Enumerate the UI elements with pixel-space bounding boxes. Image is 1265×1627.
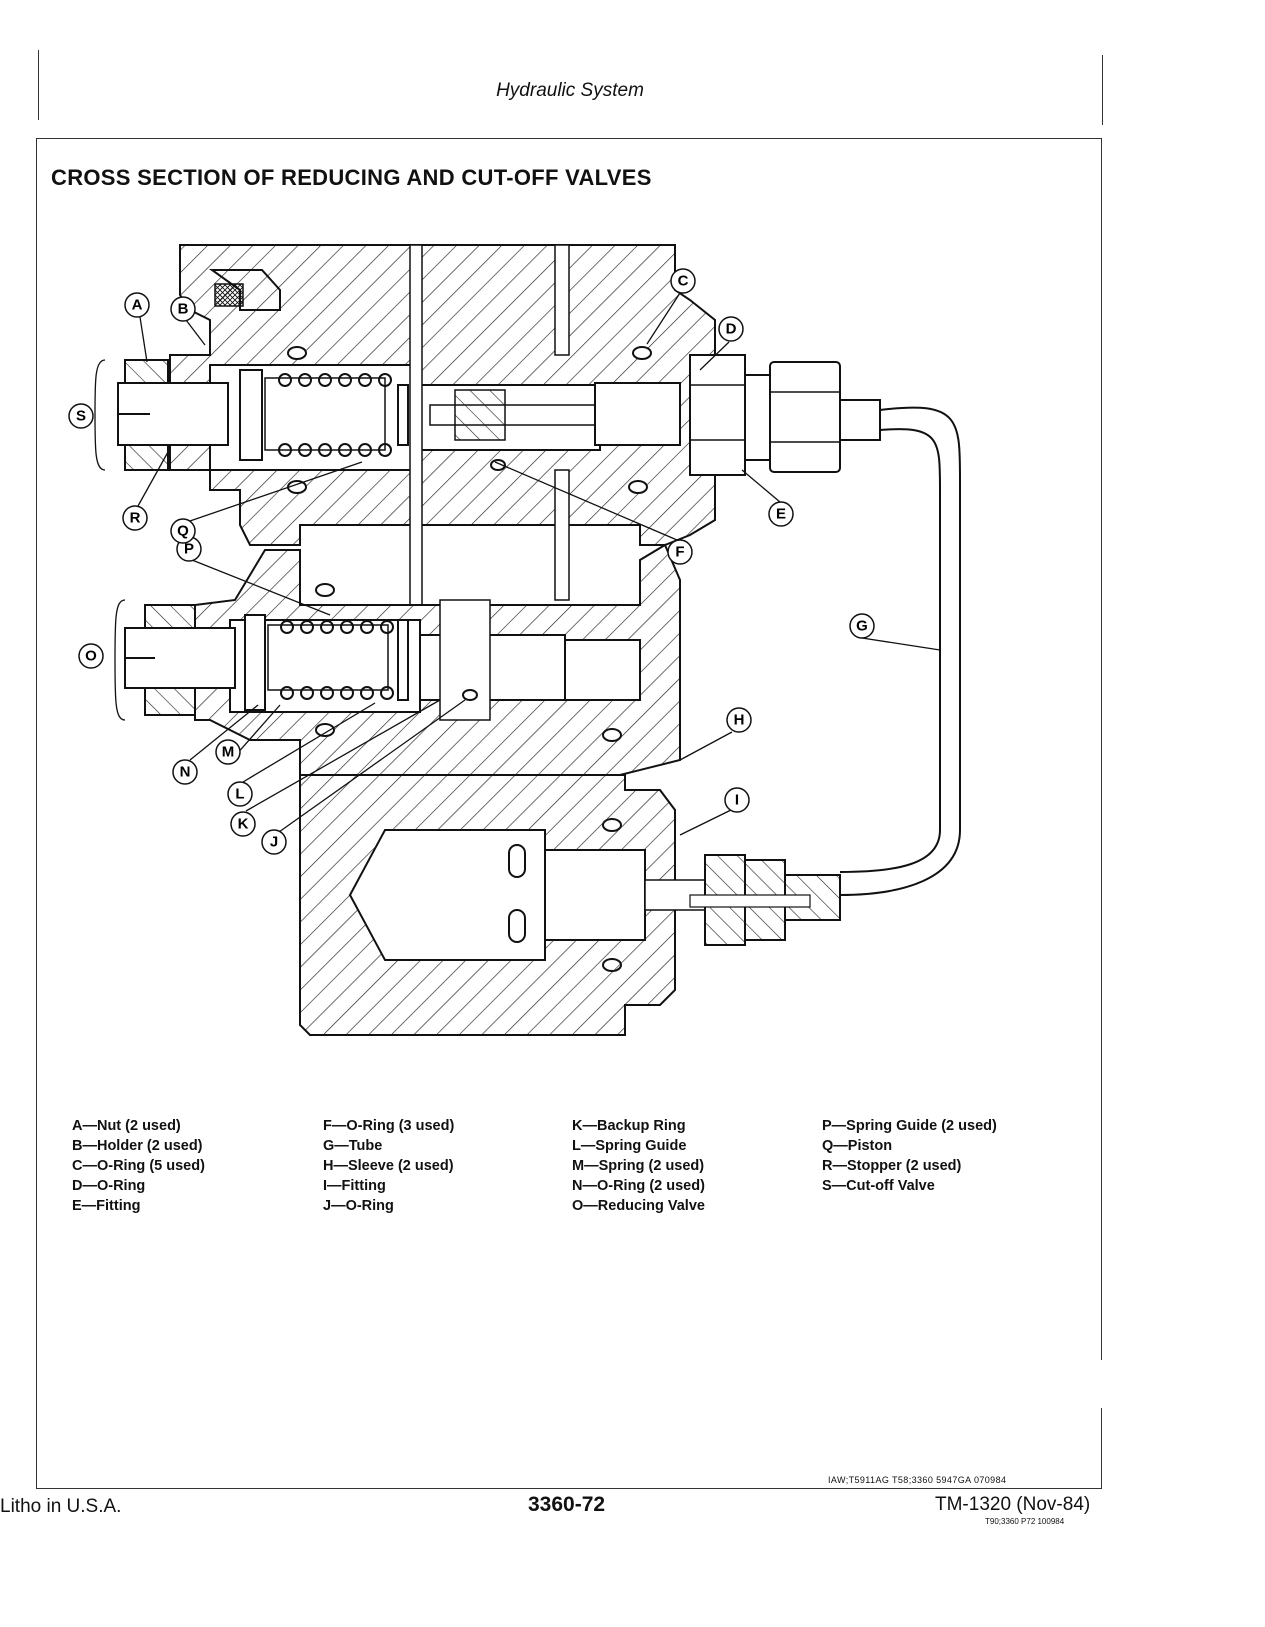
frame-break xyxy=(1098,1360,1106,1408)
callout-j: J xyxy=(270,834,278,851)
callout-o: O xyxy=(85,648,97,665)
lower-fitting xyxy=(689,854,841,946)
callout-f: F xyxy=(675,544,684,561)
legend-item: J—O-Ring xyxy=(323,1198,394,1214)
callout-l: L xyxy=(235,786,244,803)
upper-piston-stem xyxy=(429,382,681,446)
callout-q: Q xyxy=(177,523,189,540)
legend-item: P—Spring Guide (2 used) xyxy=(822,1118,997,1134)
callout-s: S xyxy=(76,408,86,425)
legend-item: D—O-Ring xyxy=(72,1178,146,1194)
section-header: Hydraulic System xyxy=(496,80,644,101)
legend-column-2: F—O-Ring (3 used) G—Tube H—Sleeve (2 use… xyxy=(323,1116,454,1216)
callout-e: E xyxy=(776,506,786,523)
upper-spring xyxy=(264,373,409,457)
callout-p: P xyxy=(184,541,194,558)
footer-litho: Litho in U.S.A. xyxy=(0,1496,122,1517)
legend-item: K—Backup Ring xyxy=(572,1118,686,1134)
callout-leaders xyxy=(94,292,941,836)
content-frame xyxy=(36,138,1102,1489)
valve-cross-section-diagram: A B C D E F G H I J K L M N O P Q R S xyxy=(68,244,961,1036)
page-title: CROSS SECTION OF REDUCING AND CUT-OFF VA… xyxy=(51,165,652,190)
legend-item: E—Fitting xyxy=(72,1198,141,1214)
callout-g: G xyxy=(856,618,868,635)
upper-fitting xyxy=(689,354,881,476)
legend-item: N—O-Ring (2 used) xyxy=(572,1178,705,1194)
bottom-block xyxy=(299,774,706,1036)
legend-item: S—Cut-off Valve xyxy=(822,1178,935,1194)
page-number: 3360-72 xyxy=(528,1493,606,1516)
callout-a: A xyxy=(132,297,143,314)
legend-item: O—Reducing Valve xyxy=(572,1198,705,1214)
callout-n: N xyxy=(180,764,191,781)
legend-column-4: P—Spring Guide (2 used) Q—Piston R—Stopp… xyxy=(822,1116,997,1196)
callout-circles xyxy=(68,268,875,855)
upper-o-rings xyxy=(287,346,652,494)
header-rule-right xyxy=(1102,55,1103,125)
legend-item: A—Nut (2 used) xyxy=(72,1118,181,1134)
legend-item: C—O-Ring (5 used) xyxy=(72,1158,205,1174)
legend-column-3: K—Backup Ring L—Spring Guide M—Spring (2… xyxy=(572,1116,705,1216)
callout-c: C xyxy=(678,273,689,290)
legend-item: Q—Piston xyxy=(822,1138,893,1154)
legend-item: F—O-Ring (3 used) xyxy=(323,1118,455,1134)
callout-k: K xyxy=(238,816,249,833)
legend-column-1: A—Nut (2 used) B—Holder (2 used) C—O-Rin… xyxy=(72,1116,205,1216)
legend-item: B—Holder (2 used) xyxy=(72,1138,203,1154)
legend-item: M—Spring (2 used) xyxy=(572,1158,705,1174)
top-plug xyxy=(214,283,244,307)
legend-item: R—Stopper (2 used) xyxy=(822,1158,962,1174)
reducing-valve-nut xyxy=(124,604,266,716)
callout-m: M xyxy=(222,744,235,761)
callout-b: B xyxy=(178,301,189,318)
legend-item: L—Spring Guide xyxy=(572,1138,687,1154)
header-rule-left xyxy=(38,50,39,120)
legend-item: H—Sleeve (2 used) xyxy=(323,1158,454,1174)
cut-off-valve-nut xyxy=(117,359,263,471)
callout-i: I xyxy=(735,792,739,809)
lower-spring xyxy=(267,619,409,701)
callout-r: R xyxy=(130,510,141,527)
tube xyxy=(839,406,961,896)
legend-item: G—Tube xyxy=(323,1138,383,1154)
callout-labels: A B C D E F G H I J K L M N O P Q R S xyxy=(76,273,868,851)
figure-reference: IAW;T5911AG T58;3360 5947GA 070984 xyxy=(828,1475,1007,1485)
callout-d: D xyxy=(726,321,737,338)
callout-h: H xyxy=(734,712,745,729)
manual-id: TM-1320 (Nov-84) xyxy=(935,1494,1091,1515)
footer-code: T90;3360 P72 100984 xyxy=(985,1517,1065,1526)
legend-item: I—Fitting xyxy=(323,1178,386,1194)
